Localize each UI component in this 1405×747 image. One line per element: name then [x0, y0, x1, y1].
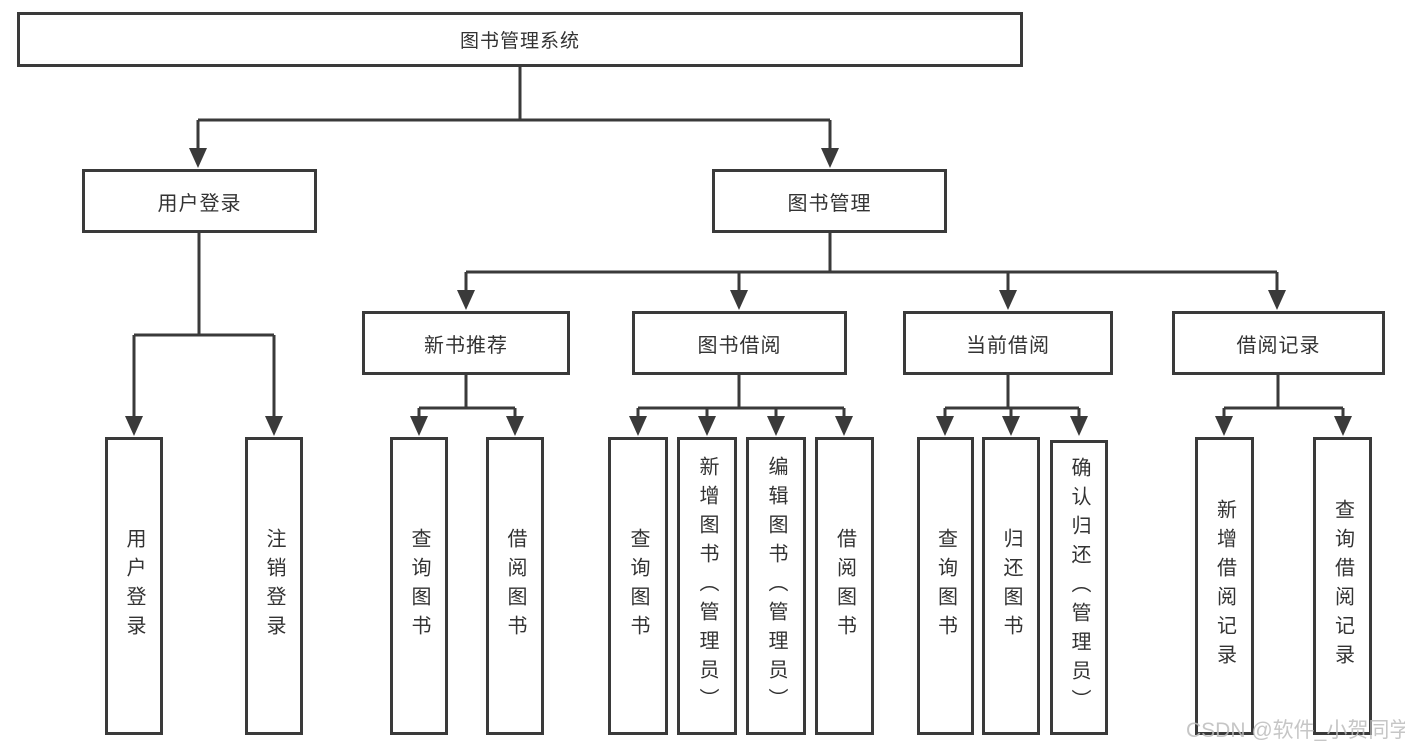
- node-current-borrow: 当前借阅: [903, 311, 1113, 375]
- node-root: 图书管理系统: [17, 12, 1023, 67]
- leaf-borrow-edit-books-admin: 编辑图书（管理员）: [746, 437, 806, 735]
- leaf-borrow-edit-books-admin-label: 编辑图书（管理员）: [765, 455, 787, 717]
- csdn-watermark: CSDN @软件_小贺同学: [1186, 719, 1405, 742]
- leaf-borrow-borrow-books: 借阅图书: [815, 437, 874, 735]
- leaf-borrow-borrow-books-label: 借阅图书: [833, 528, 856, 644]
- leaf-current-confirm-return-admin: 确认归还（管理员）: [1050, 440, 1108, 735]
- node-new-book-recommend: 新书推荐: [362, 311, 570, 375]
- leaf-record-query-borrow-record-label: 查询借阅记录: [1331, 499, 1354, 673]
- node-book-borrow: 图书借阅: [632, 311, 847, 375]
- leaf-current-return-books-label: 归还图书: [1000, 528, 1022, 644]
- node-user-login: 用户登录: [82, 169, 317, 233]
- leaf-record-query-borrow-record: 查询借阅记录: [1313, 437, 1372, 735]
- leaf-recommend-borrow-books: 借阅图书: [486, 437, 544, 735]
- leaf-borrow-query-books-label: 查询图书: [627, 528, 649, 644]
- leaf-borrow-query-books: 查询图书: [608, 437, 668, 735]
- leaf-current-confirm-return-admin-label: 确认归还（管理员）: [1068, 457, 1090, 718]
- node-current-borrow-label: 当前借阅: [966, 334, 1050, 357]
- node-borrow-record-label: 借阅记录: [1236, 334, 1321, 357]
- leaf-record-add-borrow-record-label: 新增借阅记录: [1213, 499, 1236, 673]
- leaf-user-login-label: 用户登录: [123, 528, 145, 644]
- node-new-book-recommend-label: 新书推荐: [424, 334, 508, 357]
- leaf-user-login: 用户登录: [105, 437, 163, 735]
- leaf-borrow-add-books-admin-label: 新增图书（管理员）: [696, 455, 718, 717]
- leaf-borrow-add-books-admin: 新增图书（管理员）: [677, 437, 737, 735]
- leaf-current-query-books: 查询图书: [917, 437, 974, 735]
- leaf-logout-login-label: 注销登录: [263, 528, 285, 644]
- node-user-login-label: 用户登录: [157, 192, 242, 215]
- node-book-mgmt: 图书管理: [712, 169, 947, 233]
- leaf-record-add-borrow-record: 新增借阅记录: [1195, 437, 1254, 735]
- leaf-recommend-query-books-label: 查询图书: [408, 528, 430, 644]
- leaf-current-query-books-label: 查询图书: [934, 528, 957, 644]
- leaf-recommend-query-books: 查询图书: [390, 437, 448, 735]
- arrowheads: [125, 148, 1352, 436]
- node-borrow-record: 借阅记录: [1172, 311, 1385, 375]
- leaf-logout-login: 注销登录: [245, 437, 303, 735]
- node-book-borrow-label: 图书借阅: [697, 334, 782, 357]
- node-root-label: 图书管理系统: [459, 31, 580, 52]
- node-book-mgmt-label: 图书管理: [787, 192, 872, 215]
- leaf-current-return-books: 归还图书: [982, 437, 1040, 735]
- leaf-recommend-borrow-books-label: 借阅图书: [504, 528, 526, 644]
